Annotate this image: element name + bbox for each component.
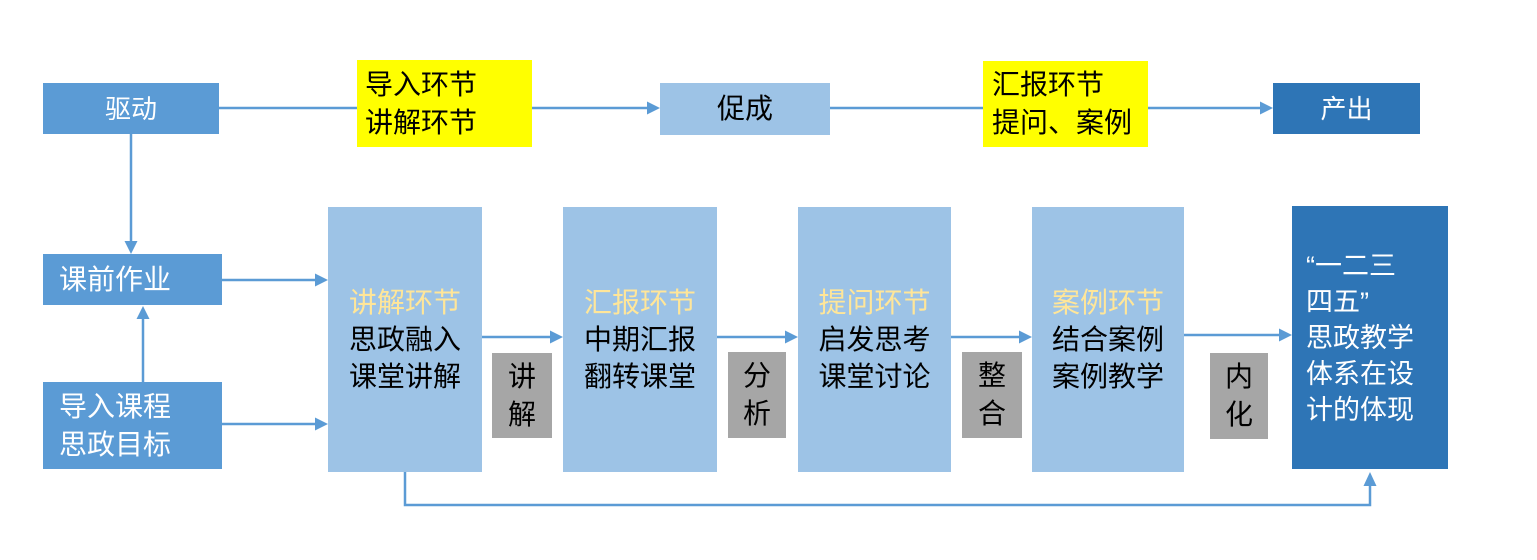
connector-analyze-char1: 分	[742, 360, 771, 391]
promote-box: 促成	[660, 83, 830, 135]
stage-report-line3: 翻转课堂	[583, 361, 696, 392]
result-line1: “一二三	[1306, 250, 1396, 281]
connector-integrate-char2: 合	[977, 398, 1006, 429]
arrow-stage1-bottom-to-result	[403, 472, 1377, 507]
highlight1-line1: 导入环节	[365, 68, 478, 100]
connector-analyze-char2: 析	[742, 398, 771, 429]
connector-box-internalize: 内 化	[1210, 353, 1268, 439]
stage-box-question: 提问环节 启发思考 课堂讨论	[798, 207, 951, 472]
arrow-intro-to-preclass	[136, 306, 150, 382]
stage-question-line3: 课堂讨论	[818, 361, 931, 392]
connector-box-explain: 讲 解	[492, 353, 552, 438]
arrow-highlight2-to-output	[1148, 101, 1273, 115]
stage-question-line2: 启发思考	[818, 324, 931, 355]
arrow-intro-to-stage1	[222, 417, 328, 431]
arrow-stage4-to-result	[1184, 328, 1292, 342]
drive-label: 驱动	[104, 93, 157, 124]
result-line4: 体系在设	[1306, 358, 1414, 389]
connector-integrate-char1: 整	[977, 360, 1006, 391]
result-line5: 计的体现	[1306, 394, 1414, 425]
stage-report-heading: 汇报环节	[583, 287, 696, 318]
intro-line1: 导入课程	[59, 390, 172, 422]
intro-line2: 思政目标	[59, 428, 172, 460]
stage-explain-line3: 课堂讲解	[348, 361, 461, 392]
stage-question-heading: 提问环节	[818, 287, 931, 318]
output-label: 产出	[1320, 93, 1373, 124]
connector-internalize-char2: 化	[1224, 399, 1253, 430]
report-question-highlight-box: 汇报环节 提问、案例	[983, 61, 1148, 147]
pre-class-homework-box: 课前作业	[43, 254, 222, 305]
connector-box-analyze: 分 析	[728, 352, 786, 438]
promote-label: 促成	[716, 93, 773, 124]
arrow-drive-to-preclass	[124, 134, 138, 254]
stage-report-line2: 中期汇报	[583, 324, 696, 355]
arrow-highlight1-to-promote	[532, 101, 660, 115]
connector-internalize-char1: 内	[1224, 361, 1253, 392]
connector-box-integrate: 整 合	[962, 352, 1022, 438]
stage-box-report: 汇报环节 中期汇报 翻转课堂	[563, 207, 717, 472]
connector-explain-char1: 讲	[507, 360, 536, 392]
stage-case-line2: 结合案例	[1051, 324, 1164, 355]
pre-class-label: 课前作业	[59, 263, 172, 295]
stage-explain-line2: 思政融入	[348, 324, 461, 355]
stage-case-heading: 案例环节	[1051, 287, 1164, 318]
result-box: “一二三 四五” 思政教学 体系在设 计的体现	[1292, 206, 1448, 469]
connector-explain-char2: 解	[507, 398, 536, 430]
import-explain-highlight-box: 导入环节 讲解环节	[357, 60, 532, 147]
output-box: 产出	[1273, 83, 1420, 134]
stage-case-line3: 案例教学	[1051, 361, 1164, 392]
arrow-stage3-to-stage4	[951, 330, 1032, 344]
stage-box-explain: 讲解环节 思政融入 课堂讲解	[328, 207, 482, 472]
stage-box-case: 案例环节 结合案例 案例教学	[1032, 207, 1184, 472]
arrow-stage2-to-stage3	[717, 330, 798, 344]
highlight2-line2: 提问、案例	[992, 107, 1133, 138]
result-line2: 四五”	[1306, 286, 1369, 317]
arrow-stage1-to-stage2	[482, 330, 563, 344]
stage-explain-heading: 讲解环节	[348, 287, 461, 318]
result-line3: 思政教学	[1306, 322, 1414, 353]
highlight2-line1: 汇报环节	[992, 69, 1105, 100]
arrow-preclass-to-stage1	[222, 273, 328, 287]
drive-box: 驱动	[43, 83, 219, 134]
highlight1-line2: 讲解环节	[365, 106, 478, 138]
course-intro-goal-box: 导入课程 思政目标	[43, 382, 222, 469]
